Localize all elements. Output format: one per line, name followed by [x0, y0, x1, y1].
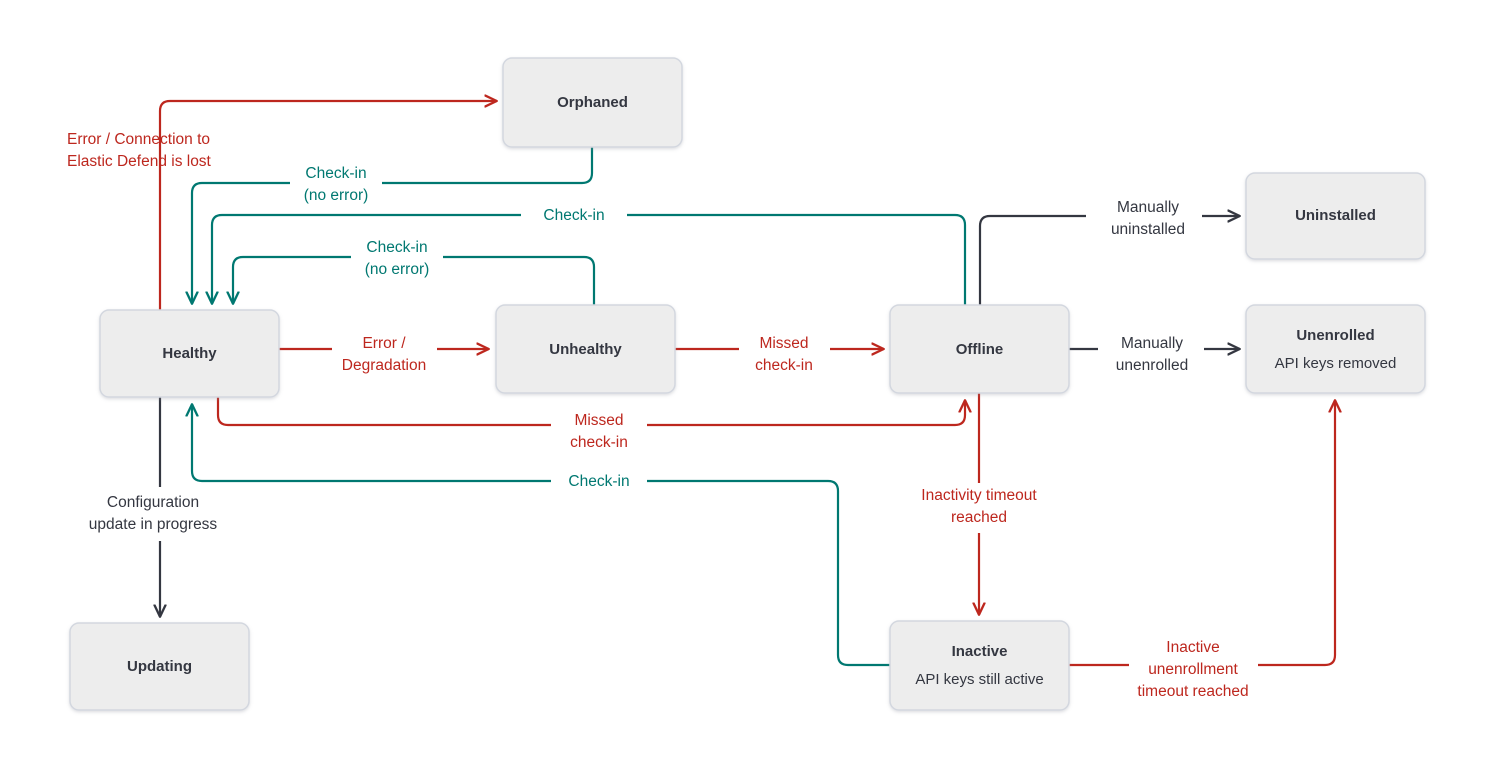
- label-line-1: Error /: [362, 335, 406, 352]
- node-unhealthy[interactable]: Unhealthy: [495, 304, 676, 394]
- node-box[interactable]: [502, 57, 683, 148]
- node-box[interactable]: [69, 622, 250, 711]
- node-title: Orphaned: [557, 94, 628, 111]
- label-line-2: unenrollment: [1148, 661, 1238, 678]
- label-checkin-offline: Check-in: [543, 207, 604, 224]
- label-line-1: Check-in: [543, 207, 604, 224]
- node-title: Inactive: [952, 643, 1008, 660]
- label-checkin-orphaned: Check-in (no error): [304, 165, 369, 204]
- label-line-1: Manually: [1117, 199, 1179, 216]
- label-error-degradation: Error / Degradation: [342, 335, 426, 374]
- node-title: Uninstalled: [1295, 207, 1376, 224]
- label-line-2: unenrolled: [1116, 357, 1188, 374]
- node-box[interactable]: [99, 309, 280, 398]
- node-box[interactable]: [889, 620, 1070, 711]
- label-missed-checkin-healthy: Missed check-in: [570, 412, 628, 451]
- label-line-2: check-in: [570, 434, 628, 451]
- label-line-2: reached: [951, 509, 1007, 526]
- label-line-1: Check-in: [568, 473, 629, 490]
- edge-healthy-to-offline: [216, 397, 965, 427]
- edge-inactive-to-healthy: [192, 404, 890, 667]
- label-line-1: Missed: [574, 412, 623, 429]
- label-config-update: Configuration update in progress: [89, 494, 218, 533]
- node-inactive[interactable]: Inactive API keys still active: [889, 620, 1070, 711]
- label-line-1: Configuration: [107, 494, 199, 511]
- node-box[interactable]: [889, 304, 1070, 394]
- node-orphaned[interactable]: Orphaned: [502, 57, 683, 148]
- node-title: Updating: [127, 658, 192, 675]
- label-manually-uninstalled: Manually uninstalled: [1111, 199, 1185, 238]
- label-line-2: (no error): [304, 187, 369, 204]
- label-error-connection-lost: Error / Connection to Elastic Defend is …: [67, 131, 212, 170]
- label-line-1: Manually: [1121, 335, 1183, 352]
- label-line-1: Inactive: [1166, 639, 1219, 656]
- label-checkin-inactive: Check-in: [568, 473, 629, 490]
- label-line-2: check-in: [755, 357, 813, 374]
- label-line-2: (no error): [365, 261, 430, 278]
- label-inactivity-timeout: Inactivity timeout reached: [921, 487, 1037, 526]
- label-line-2: uninstalled: [1111, 221, 1185, 238]
- node-box[interactable]: [1245, 172, 1426, 260]
- edge-inactive-to-unenrolled: [1069, 400, 1335, 667]
- label-line-1: Check-in: [366, 239, 427, 256]
- node-box[interactable]: [495, 304, 676, 394]
- node-title: Healthy: [162, 345, 217, 362]
- label-line-3: timeout reached: [1137, 683, 1248, 700]
- edge-orphaned-to-healthy: [192, 147, 594, 304]
- node-subtitle: API keys removed: [1275, 355, 1397, 372]
- label-checkin-unhealthy: Check-in (no error): [365, 239, 430, 278]
- label-manually-unenrolled: Manually unenrolled: [1116, 335, 1188, 374]
- node-healthy[interactable]: Healthy: [99, 309, 280, 398]
- label-line-1: Check-in: [305, 165, 366, 182]
- label-line-1: Missed: [759, 335, 808, 352]
- label-line-1: Inactivity timeout: [921, 487, 1037, 504]
- edge-offline-to-healthy: [212, 213, 967, 305]
- label-inactive-unenrollment: Inactive unenrollment timeout reached: [1137, 639, 1248, 700]
- node-title: Unhealthy: [549, 341, 622, 358]
- label-line-1: Error / Connection to: [67, 131, 210, 148]
- node-title: Offline: [956, 341, 1004, 358]
- node-offline[interactable]: Offline: [889, 304, 1070, 394]
- node-subtitle: API keys still active: [915, 671, 1043, 688]
- label-line-2: update in progress: [89, 516, 218, 533]
- edge-unhealthy-to-healthy: [233, 255, 596, 305]
- node-box[interactable]: [1245, 304, 1426, 394]
- node-title: Unenrolled: [1296, 327, 1374, 344]
- node-updating[interactable]: Updating: [69, 622, 250, 711]
- label-missed-checkin-unhealthy: Missed check-in: [755, 335, 813, 374]
- node-unenrolled[interactable]: Unenrolled API keys removed: [1245, 304, 1426, 394]
- label-line-2: Elastic Defend is lost: [67, 153, 212, 170]
- edge-healthy-to-orphaned: [158, 101, 497, 310]
- edge-offline-to-uninstalled: [978, 216, 1240, 305]
- label-line-2: Degradation: [342, 357, 426, 374]
- node-uninstalled[interactable]: Uninstalled: [1245, 172, 1426, 260]
